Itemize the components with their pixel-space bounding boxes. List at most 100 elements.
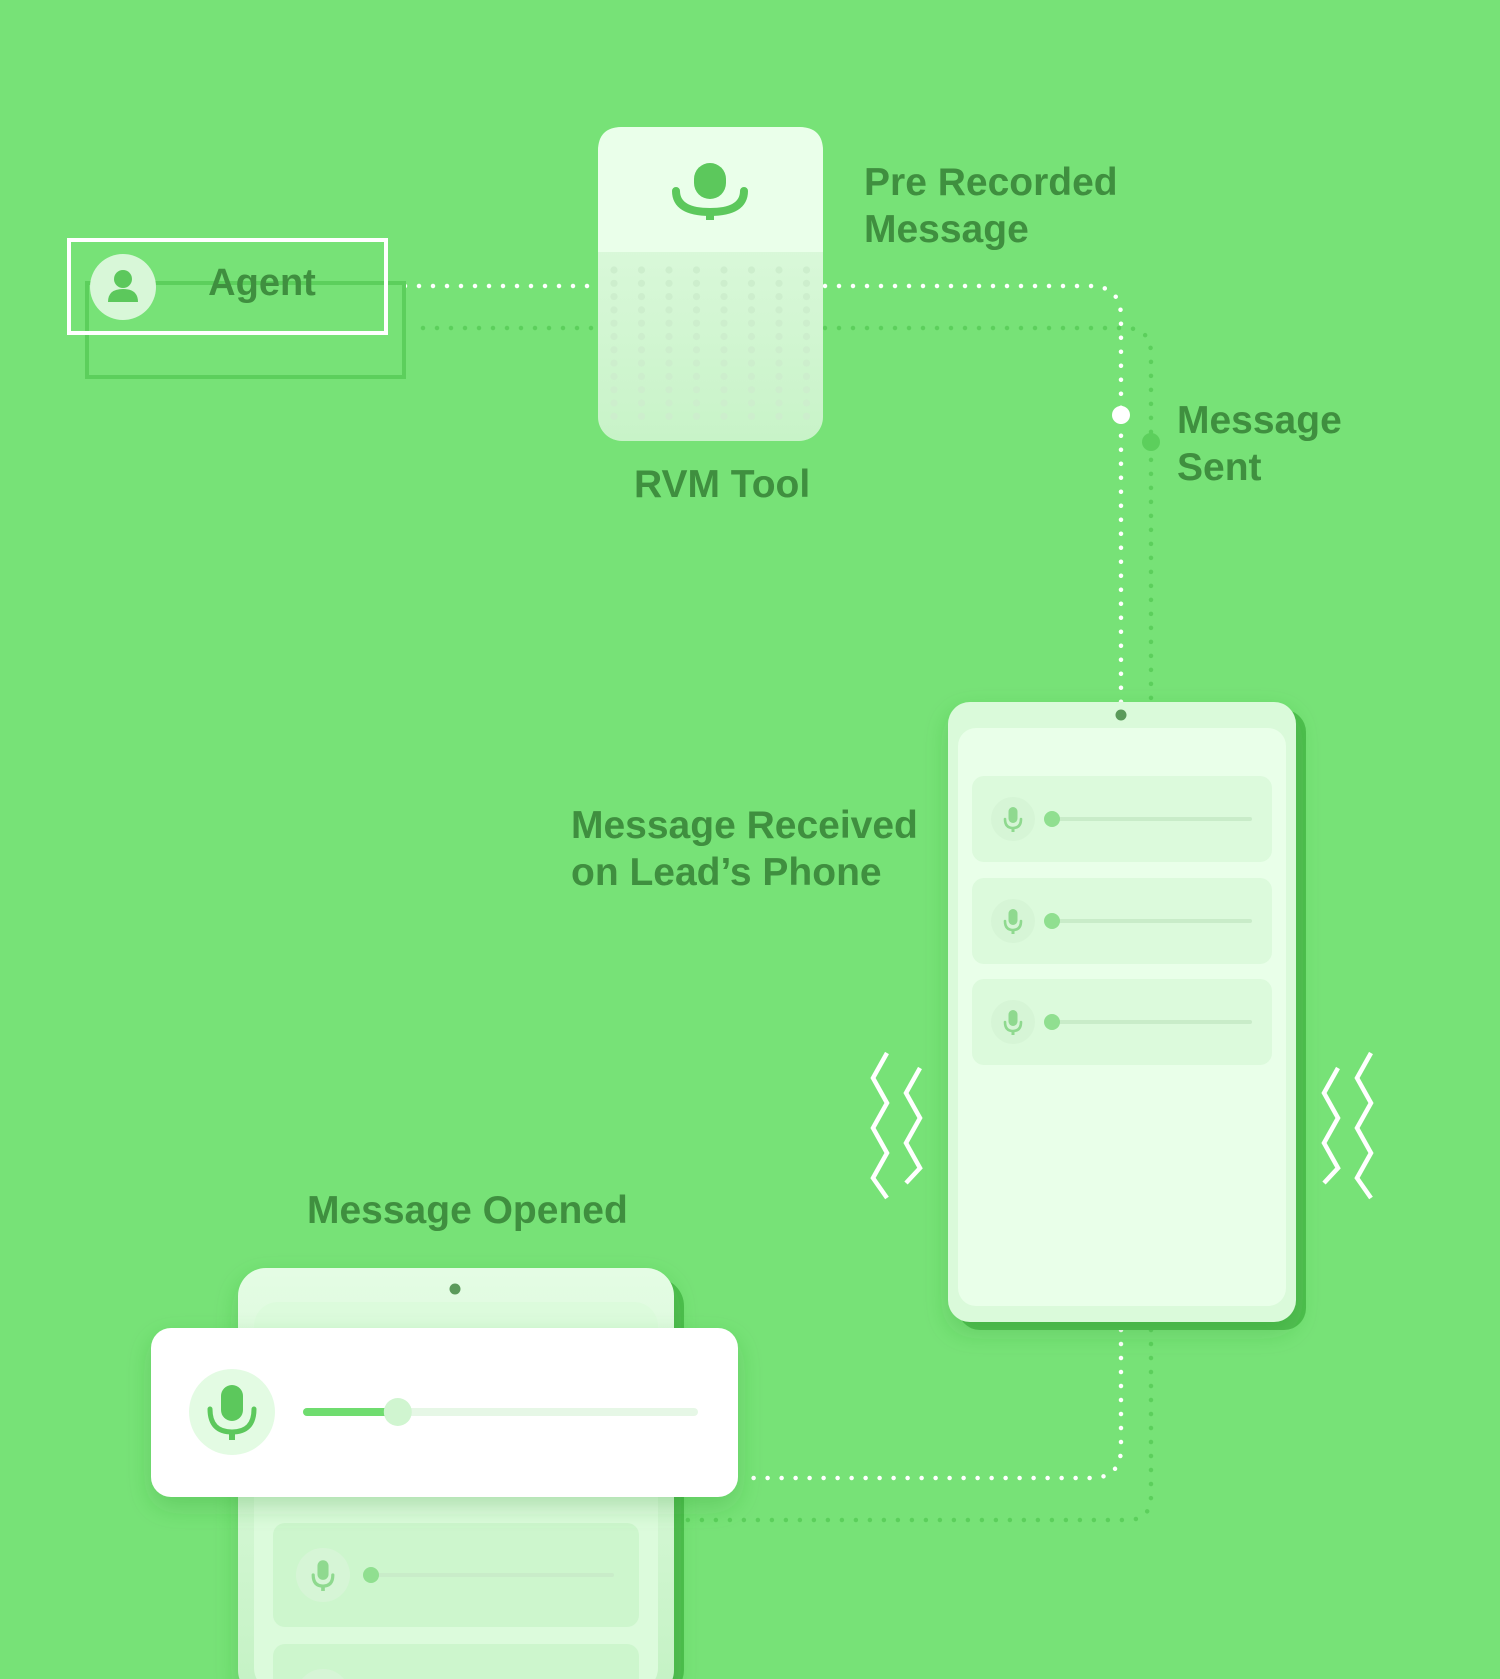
grille-dot (720, 293, 728, 301)
grille-dot (665, 306, 673, 314)
grille-dot (610, 346, 618, 354)
grille-dot (720, 266, 728, 274)
grille-dot (720, 319, 728, 327)
grille-dot (692, 412, 701, 420)
grille-dot (747, 372, 756, 380)
voicemail-item[interactable] (972, 979, 1272, 1065)
grille-dot (637, 346, 646, 354)
playback-progress (303, 1408, 398, 1416)
grille-dot (692, 279, 701, 287)
grille-dot (637, 306, 646, 314)
grille-dot (637, 279, 646, 287)
message-opened-label: Message Opened (307, 1189, 628, 1232)
grille-dot (802, 293, 811, 301)
vibration-zigzag-icon (870, 1051, 1374, 1200)
pre-recorded-message-label: Pre Recorded Message (864, 161, 1118, 251)
agent-card[interactable]: Agent (67, 238, 406, 379)
grille-dot (747, 359, 756, 367)
rvm-microphone-icon (672, 163, 748, 220)
grille-dot (692, 372, 701, 380)
grille-dot (775, 279, 783, 287)
rvm-tool-device[interactable] (598, 127, 823, 441)
voicemail-scrubber[interactable] (363, 1567, 379, 1583)
grille-dot (775, 306, 783, 314)
grille-dot (747, 319, 756, 327)
voicemail-item[interactable] (972, 776, 1272, 862)
grille-dot (747, 399, 756, 407)
grille-dot (802, 279, 811, 287)
voicemail-track (1052, 817, 1252, 821)
grille-dot (610, 293, 618, 301)
message-sent-label: Message Sent (1177, 399, 1342, 489)
voicemail-item[interactable] (972, 878, 1272, 964)
grille-dot (802, 386, 811, 394)
grille-dot (692, 386, 701, 394)
microphone-icon (207, 1385, 257, 1440)
playback-card[interactable] (151, 1328, 738, 1497)
grille-dot (747, 279, 756, 287)
grille-dot (665, 319, 673, 327)
microphone-icon (311, 1560, 335, 1591)
grille-dot (802, 306, 811, 314)
grille-dot (610, 266, 618, 274)
grille-dot (692, 399, 701, 407)
grille-dot (802, 346, 811, 354)
grille-dot (747, 386, 756, 394)
connector-phone-to-opened (677, 1327, 1154, 1523)
grille-dot (665, 359, 673, 367)
grille-dot (802, 359, 811, 367)
grille-dot (692, 266, 701, 274)
microphone-icon (1003, 1010, 1023, 1035)
connector-rvm-to-phone (822, 283, 1154, 708)
grille-dot (747, 293, 756, 301)
voicemail-scrubber[interactable] (1044, 811, 1060, 827)
voicemail-track (1052, 919, 1252, 923)
grille-dot (665, 293, 673, 301)
grille-dot (637, 386, 646, 394)
grille-dot (610, 332, 618, 341)
grille-dot (610, 412, 618, 420)
message-received-label: Message Received on Lead’s Phone (571, 804, 918, 894)
grille-dot (665, 279, 673, 287)
rvm-tool-label: RVM Tool (634, 463, 811, 506)
speaker-grille (610, 266, 811, 420)
grille-dot (802, 266, 811, 274)
grille-dot (720, 306, 728, 314)
grille-dot (775, 359, 783, 367)
grille-dot (610, 386, 618, 394)
grille-dot (720, 412, 728, 420)
lead-phone[interactable] (948, 702, 1306, 1330)
grille-dot (692, 293, 701, 301)
grille-dot (692, 332, 701, 341)
voicemail-item[interactable] (273, 1523, 639, 1627)
grille-dot (720, 372, 728, 380)
grille-dot (610, 319, 618, 327)
agent-label: Agent (208, 262, 316, 304)
grille-dot (720, 279, 728, 287)
grille-dot (665, 332, 673, 341)
grille-dot (637, 332, 646, 341)
grille-dot (747, 266, 756, 274)
grille-dot (637, 293, 646, 301)
grille-dot (665, 386, 673, 394)
grille-dot (775, 346, 783, 354)
grille-dot (665, 372, 673, 380)
grille-dot (802, 319, 811, 327)
voicemail-item[interactable] (273, 1644, 639, 1679)
grille-dot (637, 319, 646, 327)
user-avatar-icon (108, 270, 138, 302)
grille-dot (720, 359, 728, 367)
grille-dot (720, 386, 728, 394)
grille-dot (775, 319, 783, 327)
grille-dot (692, 346, 701, 354)
grille-dot (610, 359, 618, 367)
grille-dot (747, 332, 756, 341)
playback-scrubber-handle[interactable] (383, 1398, 412, 1426)
grille-dot (720, 332, 728, 341)
grille-dot (747, 346, 756, 354)
connector-agent-to-rvm (402, 283, 601, 331)
voicemail-scrubber[interactable] (1044, 913, 1060, 929)
voicemail-scrubber[interactable] (1044, 1014, 1060, 1030)
